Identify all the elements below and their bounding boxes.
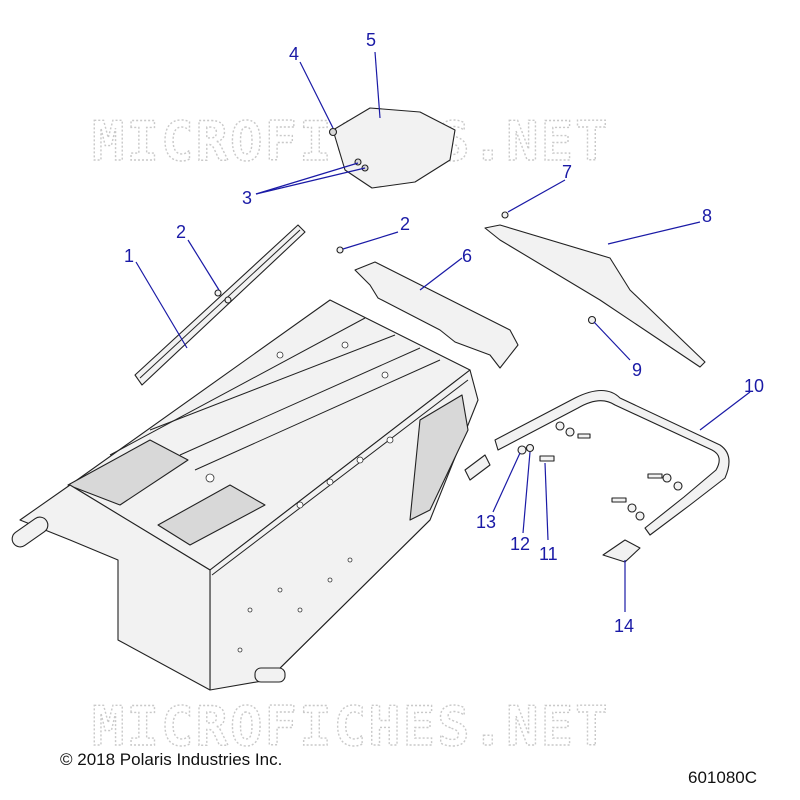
panel-part-8 xyxy=(484,224,706,368)
screws-part-2 xyxy=(214,246,344,304)
callout-2b: 2 xyxy=(400,214,410,234)
cargo-box xyxy=(11,299,479,691)
diagram-code: 601080C xyxy=(688,768,757,787)
callout-12: 12 xyxy=(510,534,530,554)
cover-plate-part-5 xyxy=(332,107,456,189)
hardware-11-12-13 xyxy=(464,421,683,521)
cargo-box-left-wall xyxy=(19,484,211,691)
cargo-box-right-wall xyxy=(209,369,479,691)
callout-7: 7 xyxy=(562,162,572,182)
cargo-box-rail-end-left xyxy=(11,516,49,548)
grab-bar-part-10 xyxy=(494,389,730,536)
watermark-bottom: MICROFICHES.NET xyxy=(92,695,610,758)
callout-11: 11 xyxy=(539,544,558,564)
callout-1: 1 xyxy=(124,246,134,266)
callout-4: 4 xyxy=(289,44,299,64)
bracket-part-6 xyxy=(354,261,519,369)
leader-lines xyxy=(135,51,751,612)
callout-14: 14 xyxy=(614,616,634,636)
cargo-box-side-frame xyxy=(409,394,469,521)
callout-5: 5 xyxy=(366,30,376,50)
fastener-part-4 xyxy=(328,127,338,137)
copyright-text: © 2018 Polaris Industries Inc. xyxy=(60,750,282,769)
cargo-box-rail-end-right xyxy=(254,667,286,683)
clip-part-9 xyxy=(587,315,597,325)
floor-panel-right xyxy=(157,484,266,546)
cap-part-14 xyxy=(602,539,641,563)
callout-9: 9 xyxy=(632,360,642,380)
callout-13: 13 xyxy=(476,512,496,532)
floor-panel-left xyxy=(67,439,189,506)
callout-10: 10 xyxy=(744,376,764,396)
screw-part-7 xyxy=(501,211,509,219)
callout-labels: 1 2 2 3 4 5 6 7 8 9 10 11 12 13 14 xyxy=(124,30,764,636)
callout-3: 3 xyxy=(242,188,252,208)
callout-2a: 2 xyxy=(176,222,186,242)
callout-6: 6 xyxy=(462,246,472,266)
callout-8: 8 xyxy=(702,206,712,226)
